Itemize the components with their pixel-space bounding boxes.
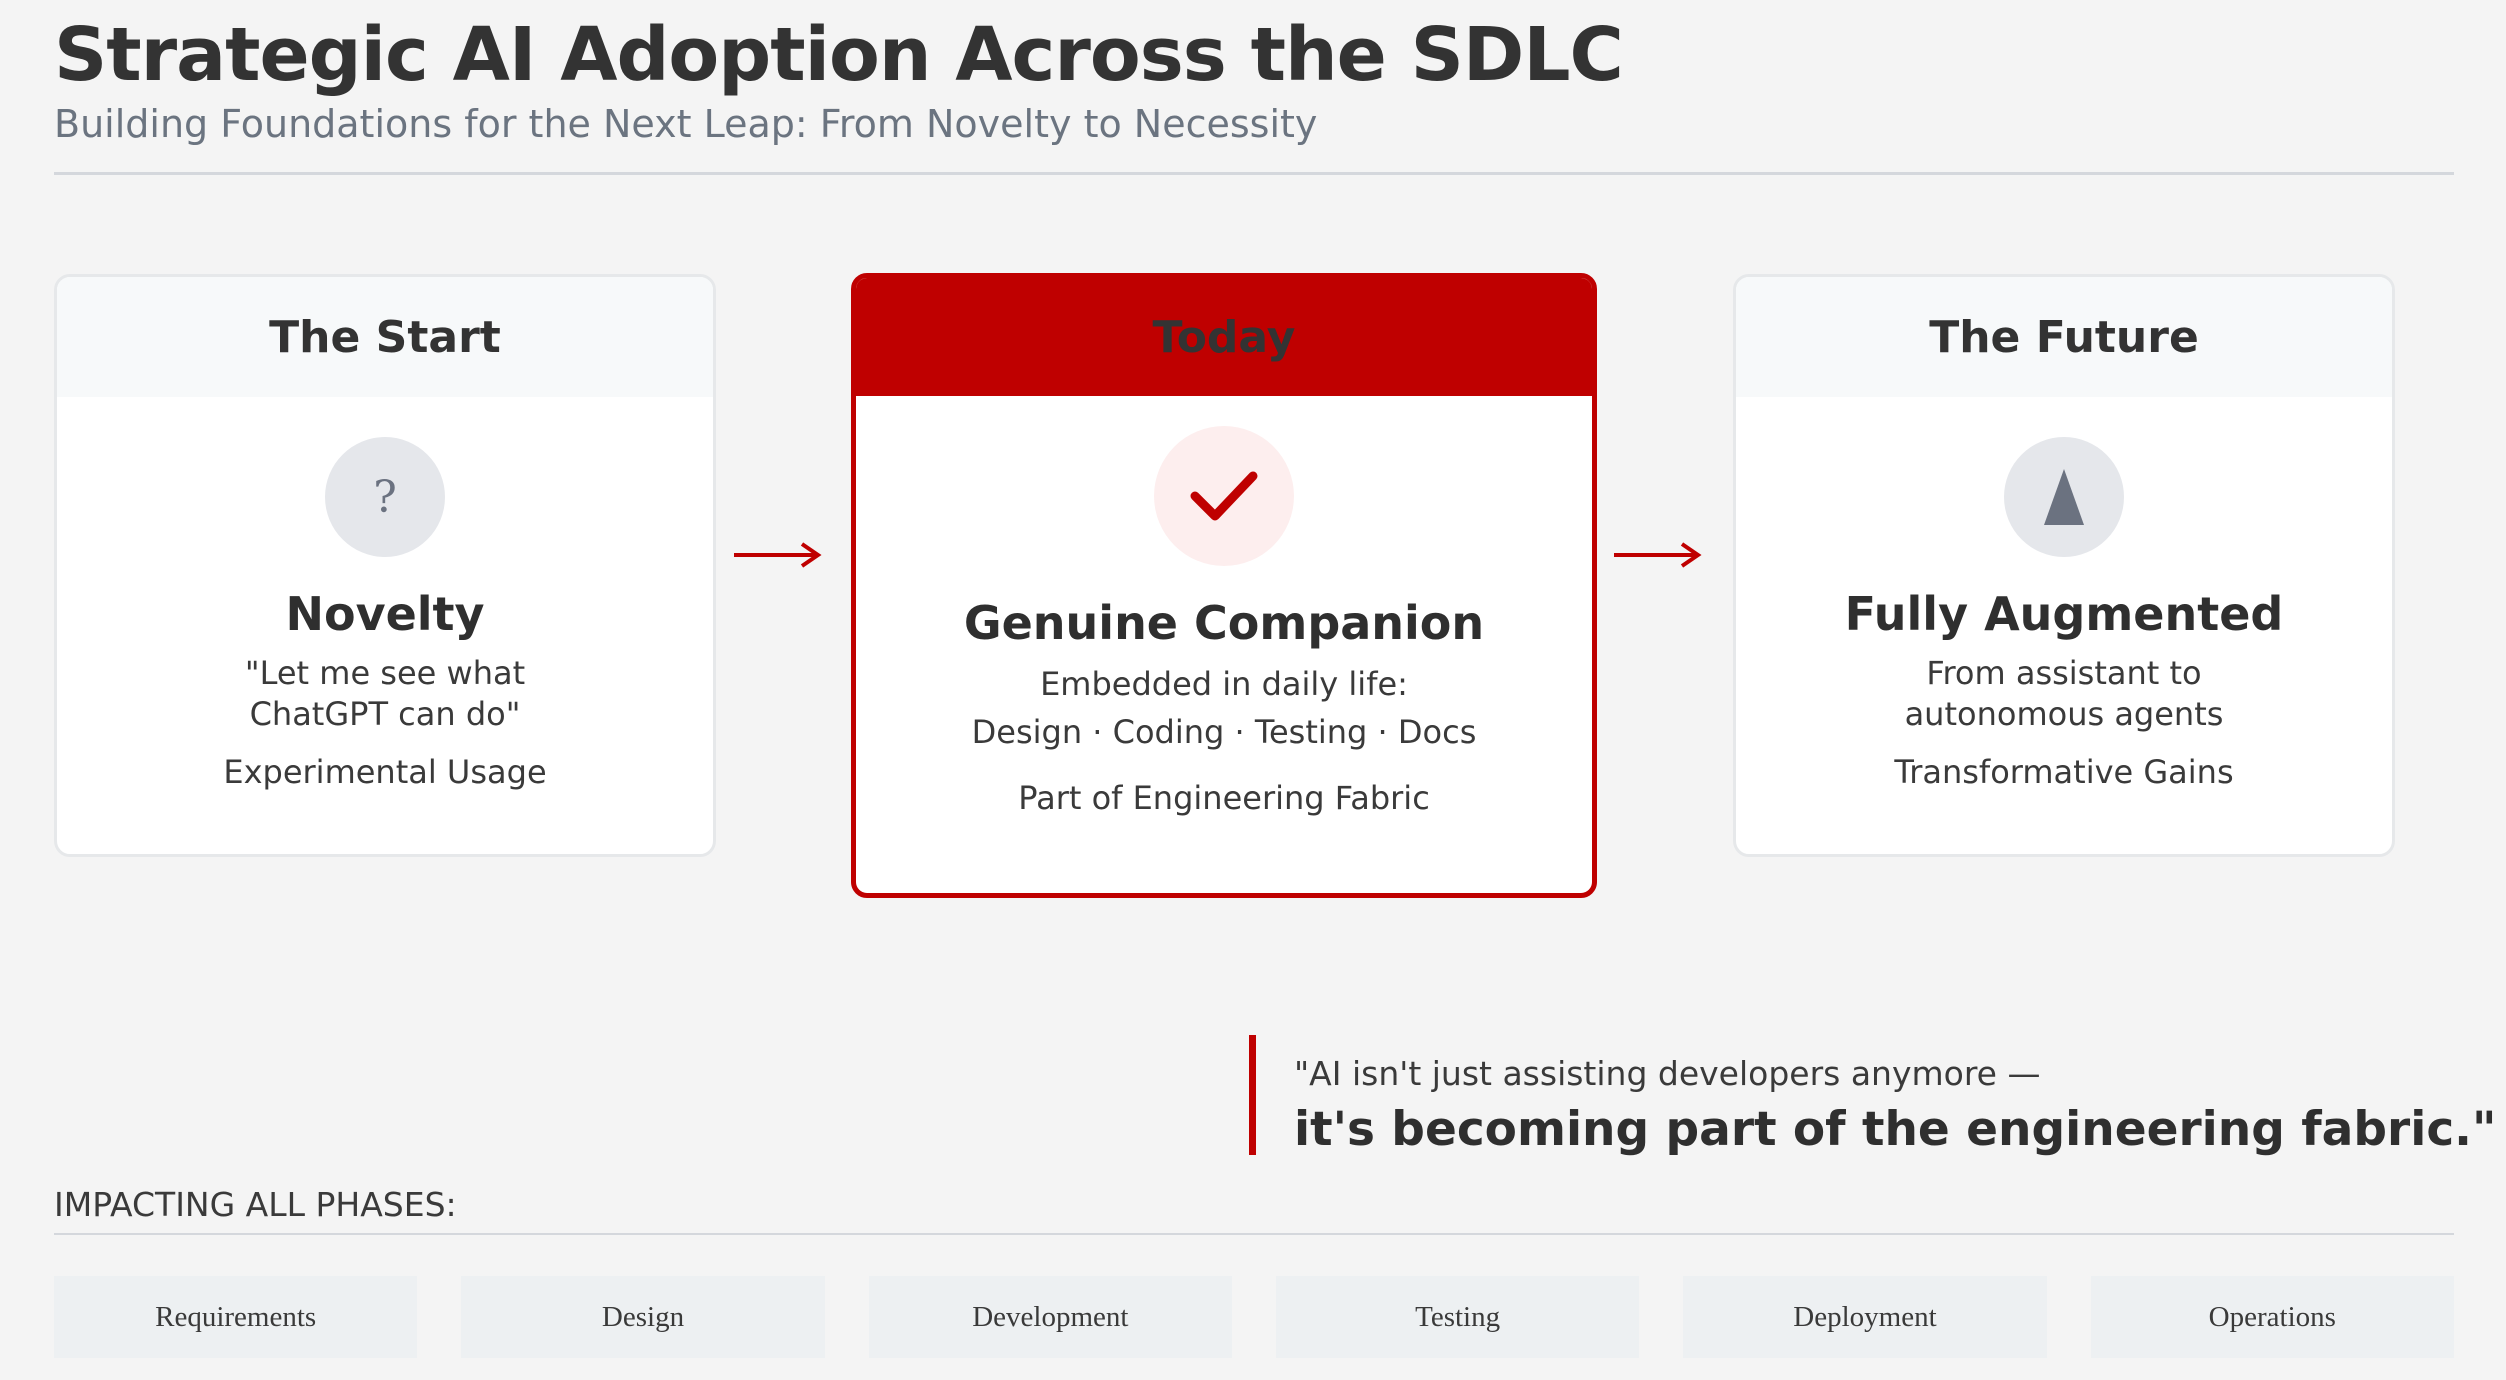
phase-testing: Testing	[1275, 1276, 1640, 1358]
stage-card-start: The Start ? Novelty "Let me see what Cha…	[54, 274, 716, 857]
page-title: Strategic AI Adoption Across the SDLC	[54, 12, 1624, 98]
phases-divider	[54, 1233, 2454, 1235]
stage-activities-today: Design · Coding · Testing · Docs	[971, 713, 1477, 751]
checkmark-icon	[1154, 426, 1294, 566]
phases-label: IMPACTING ALL PHASES:	[54, 1185, 457, 1224]
stage-body-start: ? Novelty "Let me see what ChatGPT can d…	[57, 437, 713, 791]
phase-deployment: Deployment	[1683, 1276, 2047, 1358]
stage-description-line: autonomous agents	[1904, 695, 2224, 733]
right-arrow-icon	[734, 542, 822, 568]
quote-line-2: it's becoming part of the engineering fa…	[1294, 1102, 2497, 1157]
phase-design: Design	[461, 1276, 825, 1358]
stage-description-line: ChatGPT can do"	[249, 695, 521, 733]
stage-card-today: Today Genuine Companion Embedded in dail…	[851, 273, 1597, 898]
stage-description-line: From assistant to	[1926, 654, 2202, 692]
stage-title-today: Genuine Companion	[963, 596, 1485, 650]
stage-description-today: Embedded in daily life:	[1040, 665, 1408, 703]
stage-footer-start: Experimental Usage	[223, 753, 547, 791]
header-divider	[54, 172, 2454, 175]
stage-heading-future: The Future	[1736, 277, 2392, 397]
stage-description-future: From assistant to autonomous agents	[1736, 653, 2392, 735]
stage-card-future: The Future Fully Augmented From assistan…	[1733, 274, 2395, 857]
stage-footer-today: Part of Engineering Fabric	[1018, 779, 1430, 817]
stage-body-future: Fully Augmented From assistant to autono…	[1736, 437, 2392, 791]
stage-description-start: "Let me see what ChatGPT can do"	[57, 653, 713, 735]
quote-accent-bar	[1249, 1035, 1256, 1155]
stage-body-today: Genuine Companion Embedded in daily life…	[856, 426, 1592, 817]
right-arrow-icon	[1614, 542, 1702, 568]
quote-line-1: "AI isn't just assisting developers anym…	[1294, 1054, 2041, 1093]
stage-title-future: Fully Augmented	[1844, 587, 2284, 641]
question-mark-glyph: ?	[373, 471, 397, 523]
phase-operations: Operations	[2090, 1276, 2454, 1358]
phase-requirements: Requirements	[54, 1276, 418, 1358]
stage-heading-today: Today	[856, 278, 1592, 396]
stage-footer-future: Transformative Gains	[1894, 753, 2234, 791]
stage-heading-start: The Start	[57, 277, 713, 397]
stage-title-start: Novelty	[285, 587, 485, 641]
phases-row: Requirements Design Development Testing …	[54, 1276, 2454, 1358]
stage-description-line: "Let me see what	[244, 654, 526, 692]
phase-development: Development	[868, 1276, 1232, 1358]
question-mark-icon: ?	[325, 437, 445, 557]
rocket-icon	[2004, 437, 2124, 557]
page-subtitle: Building Foundations for the Next Leap: …	[54, 102, 1318, 146]
